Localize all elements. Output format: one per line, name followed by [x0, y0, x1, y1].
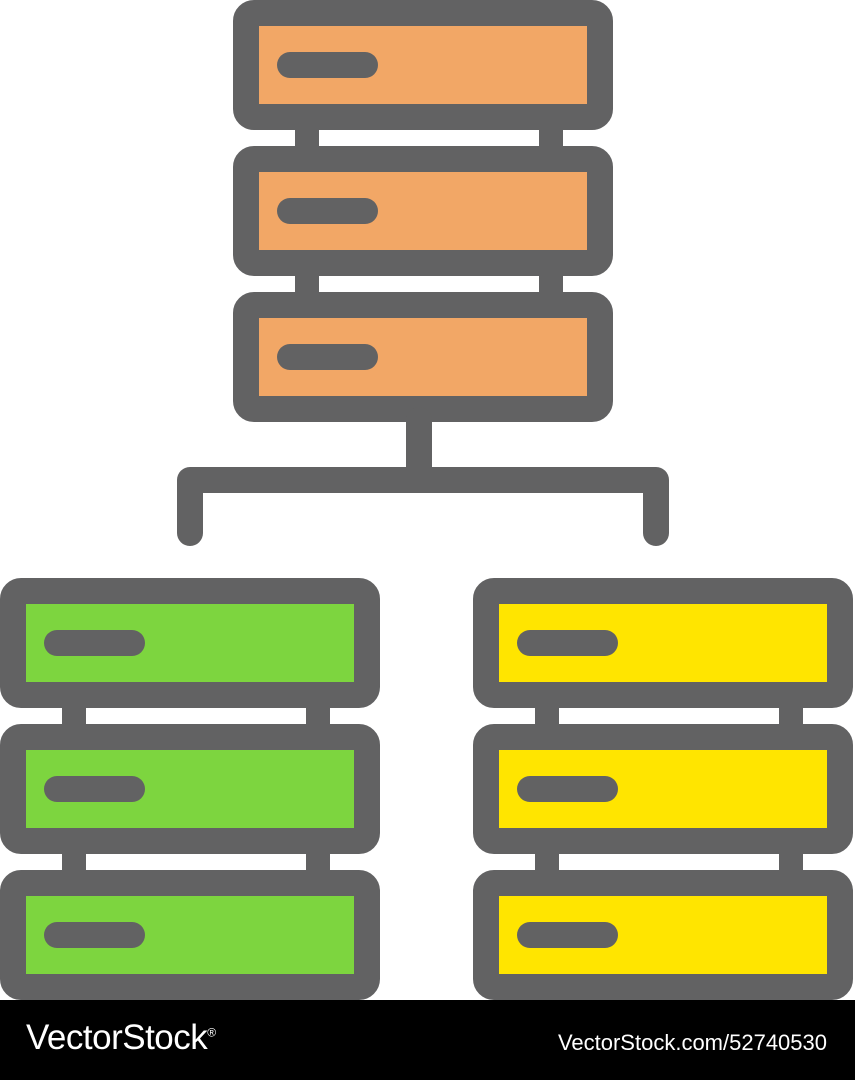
top-server-unit-icon-1 [233, 0, 613, 130]
right-server-unit-icon-1 [473, 578, 853, 708]
top-server-rack-icon [233, 0, 613, 422]
top-server-unit-body-2 [233, 146, 613, 276]
right-server-unit-slot-1 [517, 630, 618, 656]
top-server-unit-slot-2 [277, 198, 378, 224]
left-server-unit-body-3 [0, 870, 380, 1000]
registered-mark: ® [207, 1025, 216, 1040]
right-server-unit-body-2 [473, 724, 853, 854]
right-server-unit-slot-2 [517, 776, 618, 802]
left-server-unit-slot-2 [44, 776, 145, 802]
top-server-unit-slot-3 [277, 344, 378, 370]
image-credit: VectorStock.com/52740530 [557, 1030, 827, 1055]
right-server-unit-slot-3 [517, 922, 618, 948]
network-connector-icon [177, 407, 669, 546]
right-server-unit-body-1 [473, 578, 853, 708]
left-server-rack-icon [0, 578, 380, 1000]
left-server-unit-body-1 [0, 578, 380, 708]
brand-name: VectorStock [26, 1018, 208, 1057]
connector-line [177, 407, 669, 546]
left-server-unit-slot-3 [44, 922, 145, 948]
right-server-unit-body-3 [473, 870, 853, 1000]
top-server-unit-icon-3 [233, 292, 613, 422]
left-server-unit-icon-3 [0, 870, 380, 1000]
top-server-unit-icon-2 [233, 146, 613, 276]
top-server-unit-slot-1 [277, 52, 378, 78]
server-network-illustration [0, 0, 853, 1000]
right-server-rack-icon [473, 578, 853, 1000]
right-server-unit-icon-2 [473, 724, 853, 854]
watermark-footer: VectorStock® VectorStock.com/52740530 [0, 1000, 855, 1080]
right-server-unit-icon-3 [473, 870, 853, 1000]
left-server-unit-icon-1 [0, 578, 380, 708]
vectorstock-logo: VectorStock® [26, 1018, 216, 1058]
left-server-unit-slot-1 [44, 630, 145, 656]
left-server-unit-icon-2 [0, 724, 380, 854]
top-server-unit-body-1 [233, 0, 613, 130]
left-server-unit-body-2 [0, 724, 380, 854]
